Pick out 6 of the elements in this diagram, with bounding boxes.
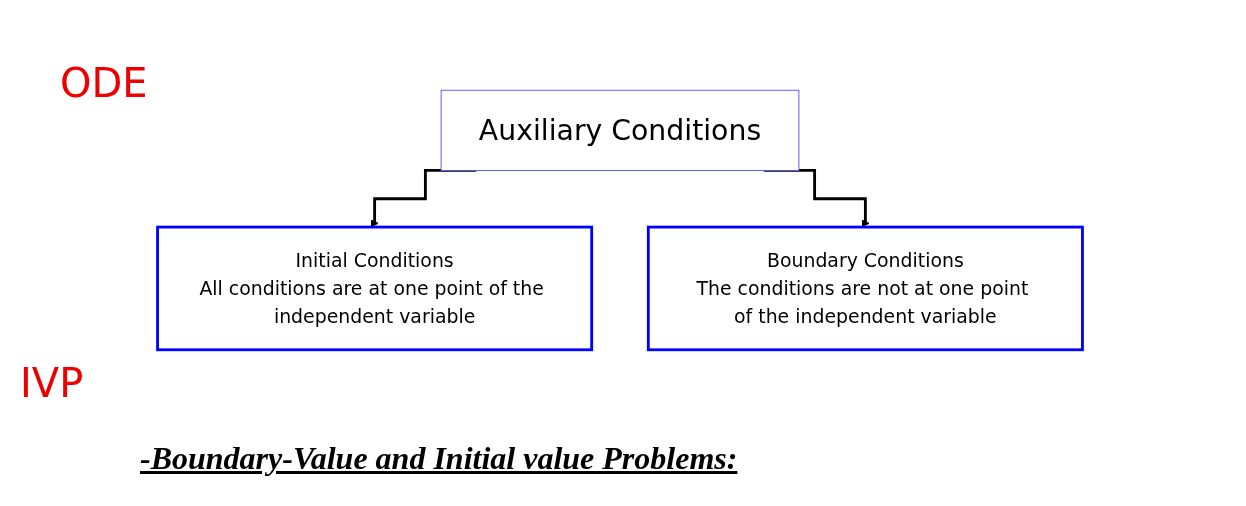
handwritten-note: ODE <box>60 60 148 106</box>
node-box: Boundary Conditions The conditions are not at one point of the independent variable <box>646 225 1084 352</box>
node-box: Auxiliary Conditions <box>440 89 800 171</box>
caption: -Boundary-Value and Initial value Problems: <box>140 440 738 477</box>
handwritten-note: IVP <box>20 360 84 406</box>
node-box: Initial Conditions All conditions are at one point of the independent variable <box>156 225 594 352</box>
